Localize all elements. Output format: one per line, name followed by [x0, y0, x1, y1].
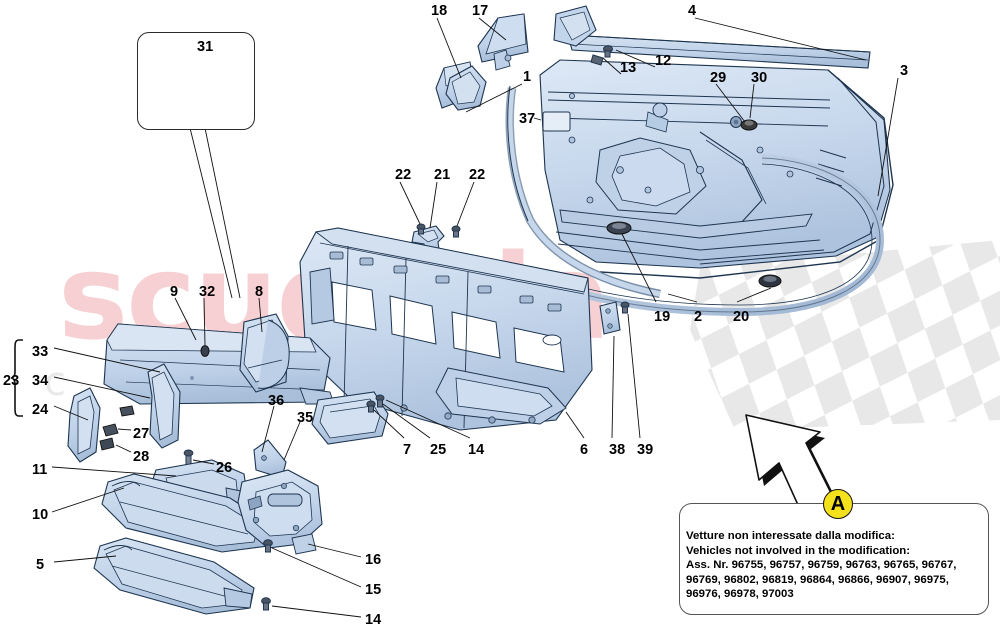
part-38-bracket — [599, 301, 621, 335]
part-5-lower-sill-trim — [93, 537, 255, 615]
fastener-22-right — [451, 225, 461, 238]
part-1-guide-bracket — [445, 65, 487, 111]
callout-number-38: 38 — [609, 442, 626, 458]
callout-number-23: 23 — [3, 373, 20, 389]
callout-number-36: 36 — [268, 393, 285, 409]
callout-number-21: 21 — [434, 167, 451, 183]
callout-number-24: 24 — [32, 402, 49, 418]
fastener-12 — [603, 45, 613, 58]
callout-number-18: 18 — [431, 3, 448, 19]
upper-belt-moulding — [553, 5, 871, 69]
part-17-mirror-sail — [477, 13, 529, 71]
callout-number-6: 6 — [580, 442, 589, 458]
note-line-1: Vetture non interessate dalla modifica: — [686, 530, 895, 542]
callout-number-33: 33 — [32, 344, 49, 360]
part-36-trim — [253, 439, 287, 479]
callout-number-15: 15 — [365, 582, 382, 598]
callout-number-20: 20 — [733, 309, 750, 325]
part-2-door-seal — [505, 85, 661, 299]
note-text: Vetture non interessate dalla modifica: … — [686, 529, 986, 602]
checkered-flag-watermark — [690, 240, 1000, 430]
part-6-door-trim-panel — [299, 227, 593, 431]
callout-number-2: 2 — [694, 309, 703, 325]
callout-number-16: 16 — [365, 552, 382, 568]
note-box — [679, 503, 989, 615]
note-line-3: Ass. Nr. 96755, 96757, 96759, 96763, 967… — [686, 559, 957, 572]
fastener-14-bottom — [261, 597, 271, 611]
callout-number-35: 35 — [297, 410, 314, 426]
callout-number-9: 9 — [170, 284, 179, 300]
callout-number-27: 27 — [133, 426, 150, 442]
callout-number-39: 39 — [637, 442, 654, 458]
callout-number-10: 10 — [32, 507, 49, 523]
callout-number-3: 3 — [900, 63, 909, 79]
door-inner-panel — [539, 59, 894, 279]
note-badge-a: A — [823, 489, 853, 519]
fastener-22-left — [416, 223, 426, 235]
part-33-trim — [147, 363, 181, 449]
callout-number-26: 26 — [216, 460, 233, 476]
callout-number-5: 5 — [36, 557, 45, 573]
callout-number-13: 13 — [620, 60, 637, 76]
part-16-bracket-casting — [237, 469, 323, 555]
fastener-25 — [375, 394, 385, 408]
callout-number-4: 4 — [688, 3, 697, 19]
part-19-grommet — [606, 221, 632, 235]
detail-callout-box — [137, 32, 255, 130]
callout-number-17: 17 — [472, 3, 489, 19]
fastener-39 — [620, 301, 630, 314]
callout-number-7: 7 — [403, 442, 412, 458]
part-32-clip — [200, 345, 210, 357]
part-34-trim — [67, 387, 101, 463]
callout-number-19: 19 — [654, 309, 671, 325]
callout-number-14: 14 — [468, 442, 485, 458]
leader-lines — [10, 17, 899, 618]
callout-number-8: 8 — [255, 284, 264, 300]
callout-number-22: 22 — [395, 167, 412, 183]
callout-number-12: 12 — [655, 53, 672, 69]
part-9-upper-sill-trim — [103, 323, 335, 405]
note-line-4: 96769, 96802, 96819, 96864, 96866, 96907… — [686, 573, 949, 586]
part-24-clip — [119, 405, 135, 417]
fastener-13 — [590, 54, 604, 66]
callout-number-37: 37 — [519, 111, 536, 127]
callout-number-25: 25 — [430, 442, 447, 458]
callout-number-28: 28 — [133, 449, 150, 465]
callout-number-30: 30 — [751, 70, 768, 86]
part-8-speaker-grille — [239, 313, 290, 393]
callout-number-11: 11 — [32, 462, 48, 478]
part-27-clip — [102, 423, 119, 437]
callout-number-1: 1 — [523, 69, 532, 85]
fastener-7 — [366, 400, 376, 413]
part-20-grommet — [758, 274, 782, 288]
part-10-armrest — [101, 473, 271, 553]
part-3-perimeter-seal — [558, 154, 885, 317]
fastener-15 — [263, 539, 273, 553]
callout-number-32: 32 — [199, 284, 216, 300]
callout-number-22: 22 — [469, 167, 486, 183]
part-28-clip — [99, 437, 115, 451]
note-line-5: 96976, 96978, 97003 — [686, 588, 794, 601]
callout-number-34: 34 — [32, 373, 49, 389]
callout-number-14: 14 — [365, 612, 382, 628]
note-line-2: Vehicles not involved in the modificatio… — [686, 544, 911, 557]
callout-number-29: 29 — [710, 70, 727, 86]
callout-number-31: 31 — [197, 39, 214, 55]
